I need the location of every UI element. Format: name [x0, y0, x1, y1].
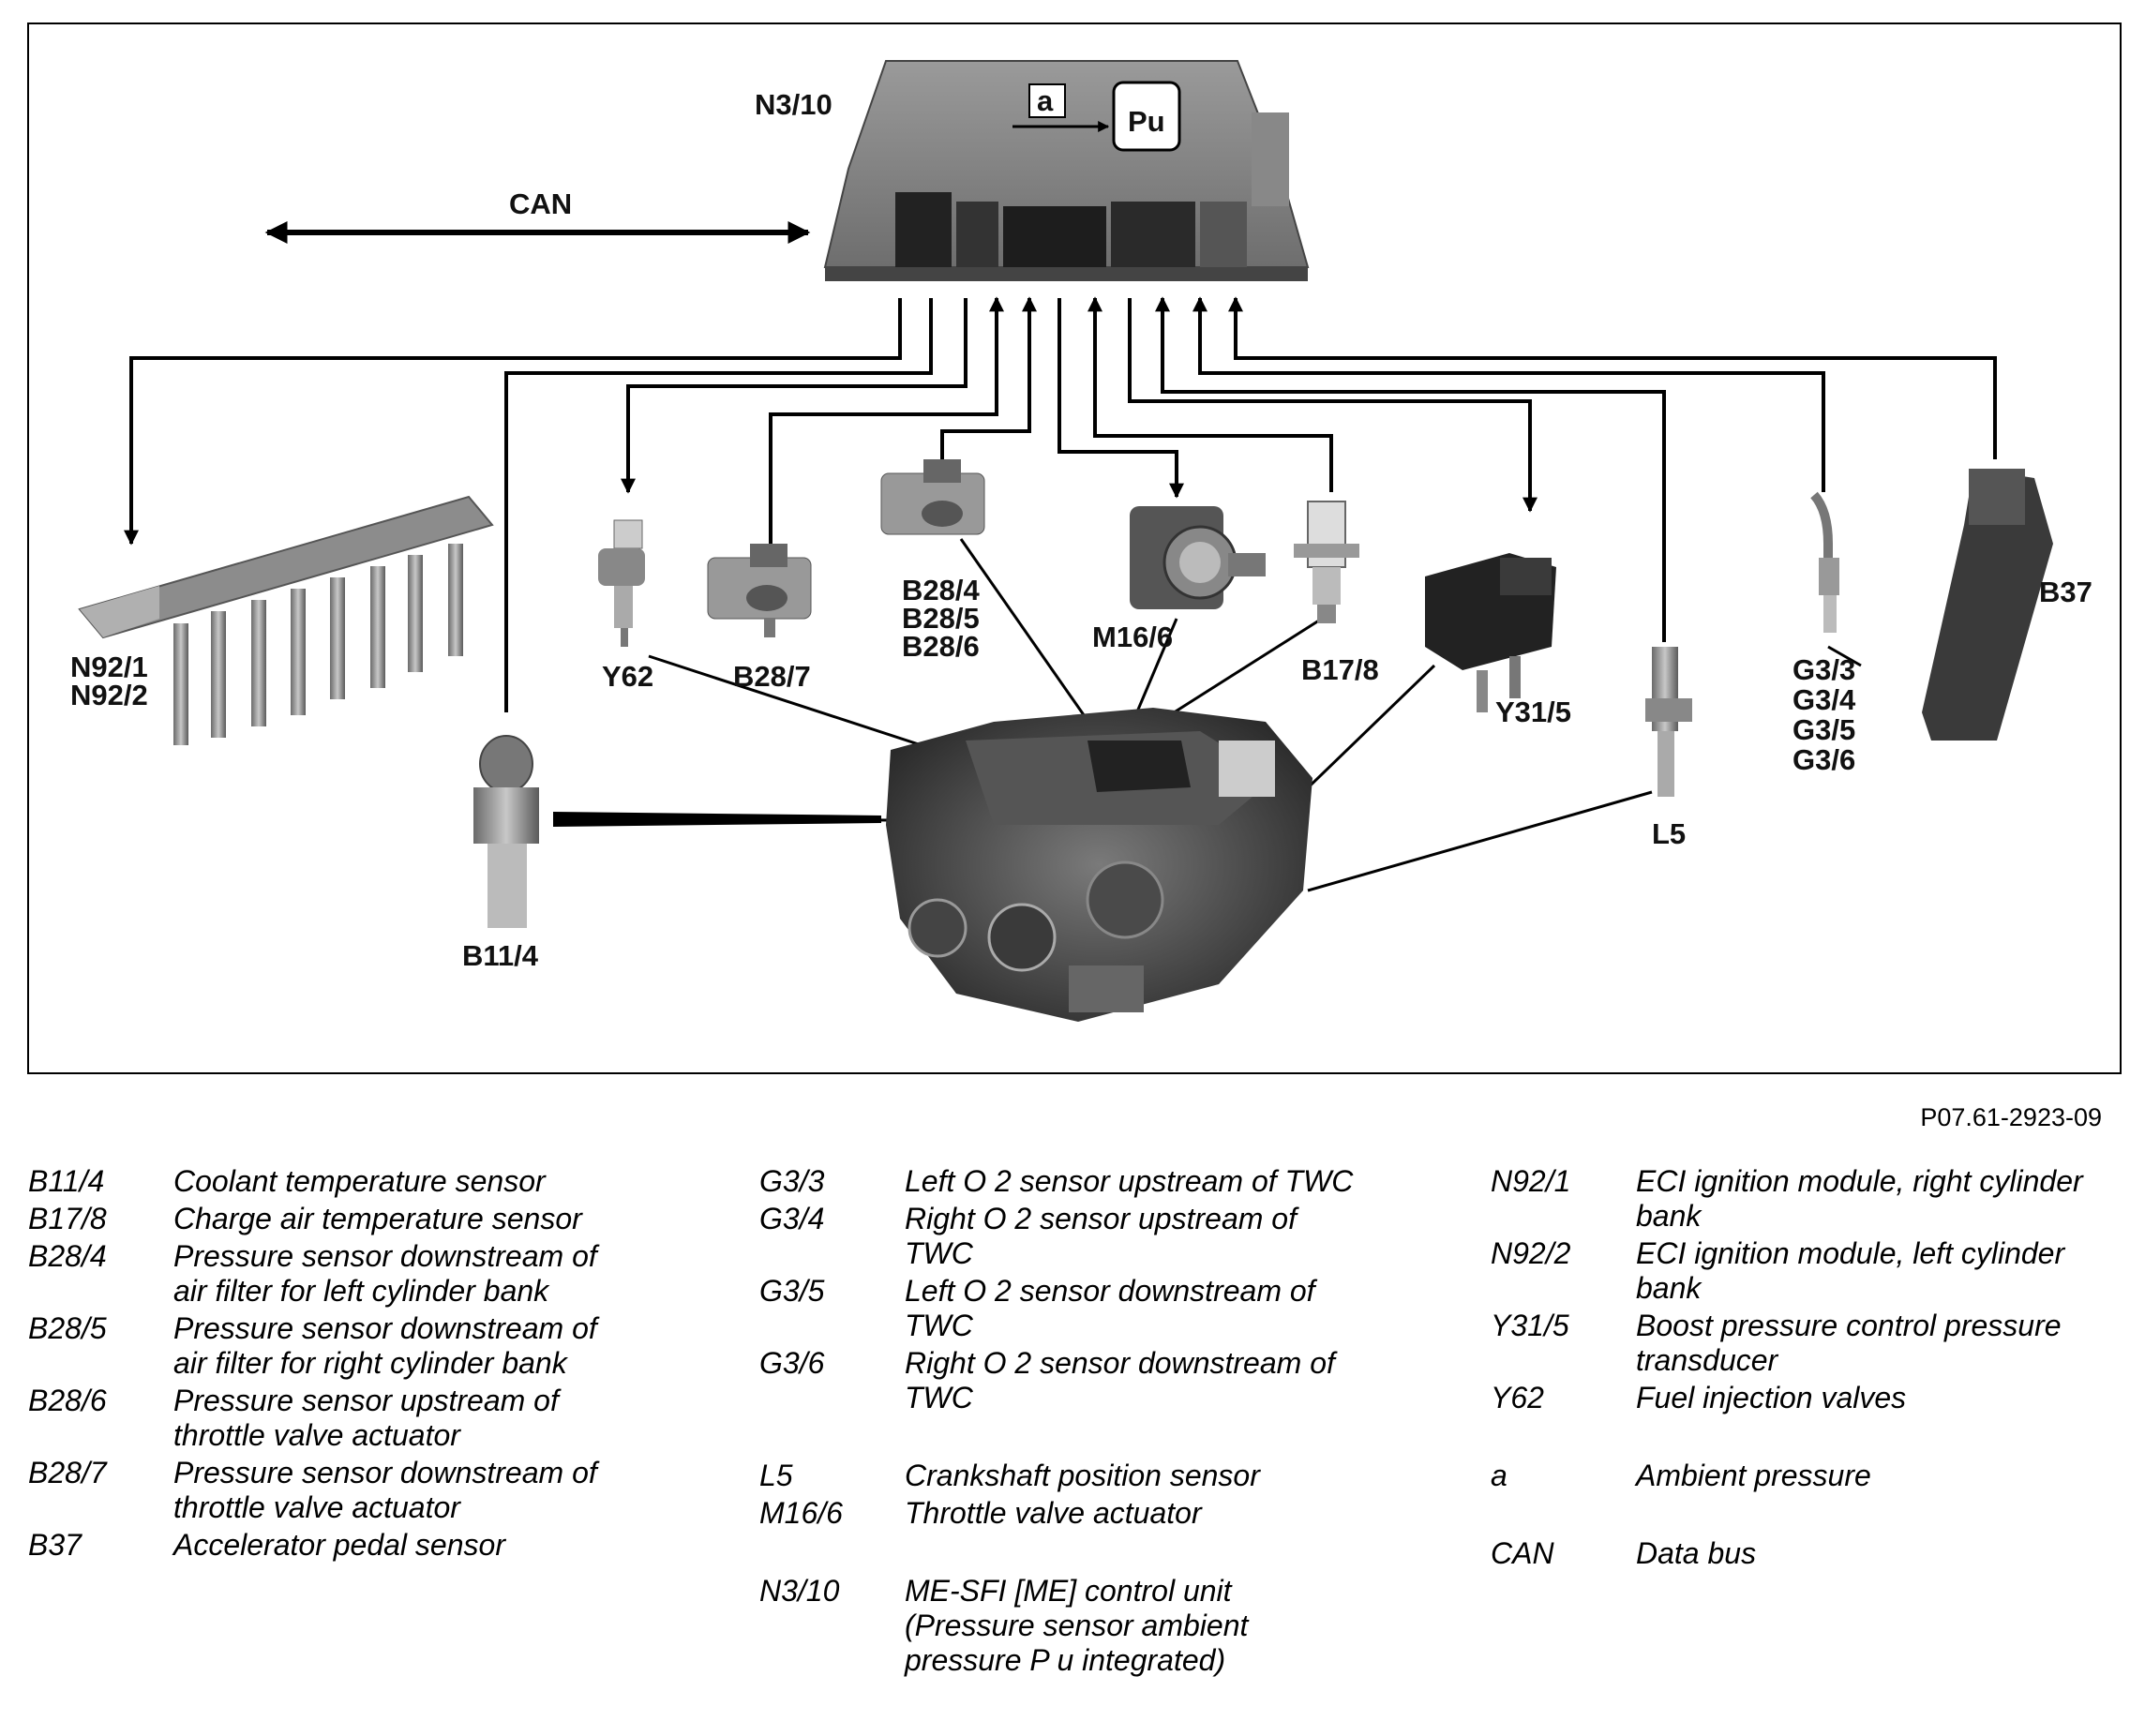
legend-desc: Accelerator pedal sensor — [173, 1528, 505, 1562]
ecu-n3-10 — [823, 60, 1310, 281]
legend-desc: ECI ignition module, left cylinder bank — [1636, 1236, 2065, 1305]
legend-code: a — [1491, 1459, 1508, 1492]
label-b28-5: B28/5 — [902, 602, 980, 635]
label-b28-4: B28/4 — [902, 574, 980, 606]
coolant-sensor-image — [473, 735, 539, 928]
legend-column-2: G3/3 Left O 2 sensor upstream of TWC G3/4… — [759, 1164, 1411, 1681]
legend-desc: ECI ignition module, right cylinder bank — [1636, 1164, 2083, 1233]
legend-code: G3/4 — [759, 1202, 825, 1235]
label-n3-10: N3/10 — [755, 88, 832, 121]
connection-lines — [124, 296, 1997, 712]
label-g3-3: G3/3 — [1792, 653, 1855, 686]
label-b17-8: B17/8 — [1301, 653, 1379, 686]
label-pu: Pu — [1128, 105, 1165, 138]
legend-desc: Data bus — [1636, 1536, 1757, 1570]
legend-code: B11/4 — [28, 1164, 105, 1198]
legend-desc: Boost pressure control pressure transduc… — [1636, 1309, 2062, 1377]
label-n92-2: N92/2 — [70, 679, 148, 711]
legend-desc: Coolant temperature sensor — [173, 1164, 546, 1198]
legend-desc: Pressure sensor downstream of throttle v… — [173, 1456, 597, 1524]
label-g3-6: G3/6 — [1792, 743, 1855, 776]
label-g3-4: G3/4 — [1792, 683, 1856, 716]
legend-code: Y62 — [1491, 1381, 1544, 1414]
label-l5: L5 — [1652, 817, 1686, 850]
legend-code: L5 — [759, 1459, 793, 1492]
pressure-sensor-b28-456-image — [880, 459, 985, 535]
legend-desc: Right O 2 sensor downstream of TWC — [905, 1346, 1335, 1414]
accelerator-pedal-image — [1922, 469, 2053, 741]
label-m16-6: M16/6 — [1092, 621, 1173, 653]
label-b28-6: B28/6 — [902, 630, 980, 663]
legend-desc: Throttle valve actuator — [905, 1496, 1202, 1530]
label-n92-1: N92/1 — [70, 651, 148, 683]
o2-sensor-image — [1810, 491, 1839, 633]
label-y31-5: Y31/5 — [1495, 696, 1571, 728]
fuel-injector-image — [598, 519, 645, 647]
legend-desc: Left O 2 sensor upstream of TWC — [905, 1164, 1354, 1198]
legend-code: B28/5 — [28, 1311, 107, 1345]
label-y62: Y62 — [602, 660, 653, 693]
legend-code: N92/2 — [1491, 1236, 1571, 1270]
legend-desc: Ambient pressure — [1636, 1459, 1871, 1492]
charge-air-sensor-image — [1294, 501, 1359, 623]
legend-column-1: B11/4 Coolant temperature sensor B17/8 Cha… — [28, 1164, 680, 1565]
ignition-module-image — [78, 495, 494, 745]
figure-reference: P07.61-2923-09 — [1920, 1103, 2102, 1131]
label-b11-4: B11/4 — [462, 939, 539, 972]
legend-code: G3/6 — [759, 1346, 825, 1380]
legend-code: Y31/5 — [1491, 1309, 1569, 1342]
legend-code: CAN — [1491, 1536, 1554, 1570]
legend-code: B37 — [28, 1528, 82, 1562]
boost-pressure-transducer-image — [1425, 553, 1556, 712]
legend-desc: Left O 2 sensor downstream of TWC — [905, 1274, 1315, 1342]
legend-code: G3/3 — [759, 1164, 825, 1198]
pressure-sensor-b28-7-image — [707, 544, 812, 637]
throttle-actuator-image — [1130, 506, 1266, 609]
wiring-diagram: N3/10 a Pu CAN — [27, 22, 2122, 1074]
label-b28-7: B28/7 — [733, 660, 811, 693]
legend-code: M16/6 — [759, 1496, 843, 1530]
legend-desc: Crankshaft position sensor — [905, 1459, 1260, 1492]
legend-desc: Right O 2 sensor upstream of TWC — [905, 1202, 1297, 1270]
legend-desc: ME-SFI [ME] control unit (Pressure senso… — [905, 1574, 1249, 1677]
legend-desc: Pressure sensor upstream of throttle val… — [173, 1384, 559, 1452]
legend-desc: Charge air temperature sensor — [173, 1202, 582, 1235]
legend-column-3: N92/1 ECI ignition module, right cylinder… — [1491, 1164, 2130, 1574]
legend-code: G3/5 — [759, 1274, 825, 1308]
label-a: a — [1037, 84, 1054, 117]
legend-code: B28/4 — [28, 1239, 107, 1273]
legend-code: B17/8 — [28, 1202, 107, 1235]
legend-code: N3/10 — [759, 1574, 840, 1608]
label-can: CAN — [509, 187, 572, 220]
legend-code: B28/6 — [28, 1384, 107, 1417]
legend-desc: Pressure sensor downstream of air filter… — [173, 1311, 597, 1380]
label-g3-5: G3/5 — [1792, 713, 1855, 746]
b11-4-leader — [553, 812, 881, 827]
legend-code: N92/1 — [1491, 1164, 1571, 1198]
engine-image — [886, 708, 1312, 1022]
crankshaft-sensor-image — [1645, 647, 1692, 797]
label-b37: B37 — [2039, 576, 2092, 608]
legend-desc: Fuel injection valves — [1636, 1381, 1907, 1414]
legend-code: B28/7 — [28, 1456, 107, 1489]
legend-desc: Pressure sensor downstream of air filter… — [173, 1239, 597, 1308]
